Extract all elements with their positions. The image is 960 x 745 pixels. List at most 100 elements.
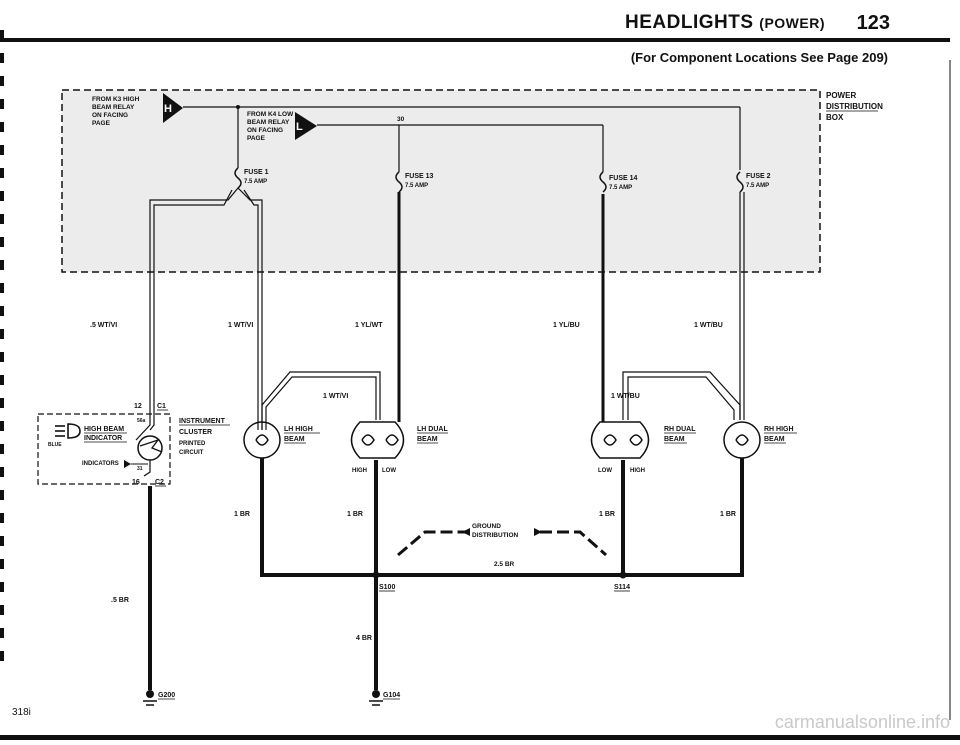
fuse13-name: FUSE 13 <box>405 173 434 180</box>
cluster-ground-label: .5 BR <box>111 597 129 604</box>
terminal-30-label: 30 <box>397 116 405 123</box>
lh-dual-label-1: LH DUAL <box>417 426 448 433</box>
header-rule <box>0 38 950 42</box>
lh-high-label-1: LH HIGH <box>284 426 313 433</box>
cluster-title-1: INSTRUMENT <box>179 418 226 425</box>
high-beam-symbol-icon <box>55 423 81 439</box>
indicators-arrow-icon <box>124 460 131 468</box>
binding-marks <box>0 30 6 710</box>
power-distribution-box <box>61 89 821 273</box>
indicator-label-2: INDICATOR <box>84 435 122 442</box>
cluster-pin-bottom: 16 <box>132 479 140 486</box>
relay-l-text-4: PAGE <box>247 135 266 142</box>
rh-dual-low-pin: LOW <box>598 468 612 474</box>
ground-g200-icon <box>143 690 157 706</box>
ground-g104-label: G104 <box>383 692 400 699</box>
ground-dist-left-arrow-icon <box>462 528 470 536</box>
wire-label-3: 1 YL/WT <box>355 322 383 329</box>
fuse14-symbol <box>599 171 607 193</box>
power-box-label-2: DISTRIBUTION <box>826 102 883 111</box>
cluster-pin-top: 12 <box>134 403 142 410</box>
ground-label-2: 1 BR <box>347 511 363 518</box>
lh-high-branch <box>261 371 381 430</box>
rh-dual-label-2: BEAM <box>664 436 685 443</box>
relay-h-arrow-icon <box>163 93 183 123</box>
lh-dual-high-pin: HIGH <box>352 468 367 474</box>
relay-h-text-1: FROM K3 HIGH <box>92 96 140 103</box>
wire-label-1: .5 WT/VI <box>90 322 117 329</box>
fuse2-rating: 7.5 AMP <box>746 183 769 189</box>
rh-high-label-1: RH HIGH <box>764 426 794 433</box>
watermark: carmanualsonline.info <box>774 712 950 732</box>
indicator-lamp-filament <box>139 438 163 453</box>
fuse2-output-wires <box>739 192 745 420</box>
wire-label-5: 1 WT/BU <box>694 322 723 329</box>
splice-s100 <box>372 571 380 579</box>
splice-s114 <box>619 571 627 579</box>
ground-s100-label: 4 BR <box>356 635 372 642</box>
cluster-sub-2: CIRCUIT <box>179 450 204 456</box>
ground-main-label: 2.5 BR <box>494 561 515 568</box>
rh-dual-branch <box>622 371 741 420</box>
rh-dual-label-1: RH DUAL <box>664 426 696 433</box>
fuse2-symbol <box>736 171 744 193</box>
relay-h-junction <box>236 105 240 109</box>
cluster-sub-1: PRINTED <box>179 441 206 447</box>
cluster-blue-label: BLUE <box>48 442 62 448</box>
cluster-conn-top: C1 <box>157 403 166 410</box>
fuse1-symbol <box>234 167 242 189</box>
indicator-label-1: HIGH BEAM <box>84 426 124 433</box>
cluster-pin-56a: 56a <box>137 418 146 424</box>
ground-dist-label-2: DISTRIBUTION <box>472 532 519 539</box>
rh-high-label-2: BEAM <box>764 436 785 443</box>
lh-high-label-2: BEAM <box>284 436 305 443</box>
relay-l-tag: L <box>296 121 303 133</box>
footer-rule <box>0 735 960 740</box>
cluster-title-2: CLUSTER <box>179 429 212 436</box>
fuse1-rating: 7.5 AMP <box>244 179 267 185</box>
relay-h-text-4: PAGE <box>92 120 111 127</box>
wire-label-4: 1 YL/BU <box>553 322 580 329</box>
rh-high-beam-lamp-icon <box>723 421 761 459</box>
model-code: 318i <box>12 707 31 718</box>
wire-label-7: 1 WT/BU <box>611 393 640 400</box>
page-title-main: HEADLIGHTS <box>625 12 754 33</box>
ground-wiring <box>260 458 744 690</box>
fuse13-rating: 7.5 AMP <box>405 183 428 189</box>
wire-label-6: 1 WT/VI <box>323 393 348 400</box>
relay-h-tag: H <box>164 103 172 115</box>
page-subtitle: (For Component Locations See Page 209) <box>630 50 888 65</box>
relay-h-text-3: ON FACING <box>92 112 128 119</box>
rh-dual-high-pin: HIGH <box>630 468 645 474</box>
splice-s114-label: S114 <box>614 584 630 591</box>
relay-l-text-3: ON FACING <box>247 127 283 134</box>
page-title: HEADLIGHTS (POWER) <box>625 12 825 34</box>
cluster-input-wire <box>135 395 155 441</box>
splice-s100-label: S100 <box>379 584 395 591</box>
page-number: 123 <box>856 12 890 34</box>
relay-l-arrow-icon <box>295 112 317 140</box>
fuse14-name: FUSE 14 <box>609 175 638 182</box>
cluster-output-wire <box>143 460 151 477</box>
ground-g200-label: G200 <box>158 692 175 699</box>
fuse14-rating: 7.5 AMP <box>609 185 632 191</box>
relay-h-text-2: BEAM RELAY <box>92 104 135 111</box>
page-title-paren: (POWER) <box>759 15 825 31</box>
cluster-conn-bottom: C2 <box>155 479 164 486</box>
ground-dist-label-1: GROUND <box>472 523 501 530</box>
lh-dual-beam-lamp-icon <box>350 421 405 459</box>
cluster-indicators-label: INDICATORS <box>82 461 119 467</box>
ground-label-1: 1 BR <box>234 511 250 518</box>
power-box-label-3: BOX <box>826 113 844 122</box>
cluster-pin-31: 31 <box>137 466 143 472</box>
lh-dual-label-2: BEAM <box>417 436 438 443</box>
fuse13-symbol <box>395 171 403 193</box>
ground-label-4: 1 BR <box>720 511 736 518</box>
lh-dual-low-pin: LOW <box>382 468 396 474</box>
fuse1-output-wires <box>149 187 263 430</box>
instrument-cluster-box <box>37 413 171 485</box>
ground-g104-icon <box>369 690 383 706</box>
fuse1-name: FUSE 1 <box>244 169 269 176</box>
relay-l-text-1: FROM K4 LOW <box>247 111 294 118</box>
